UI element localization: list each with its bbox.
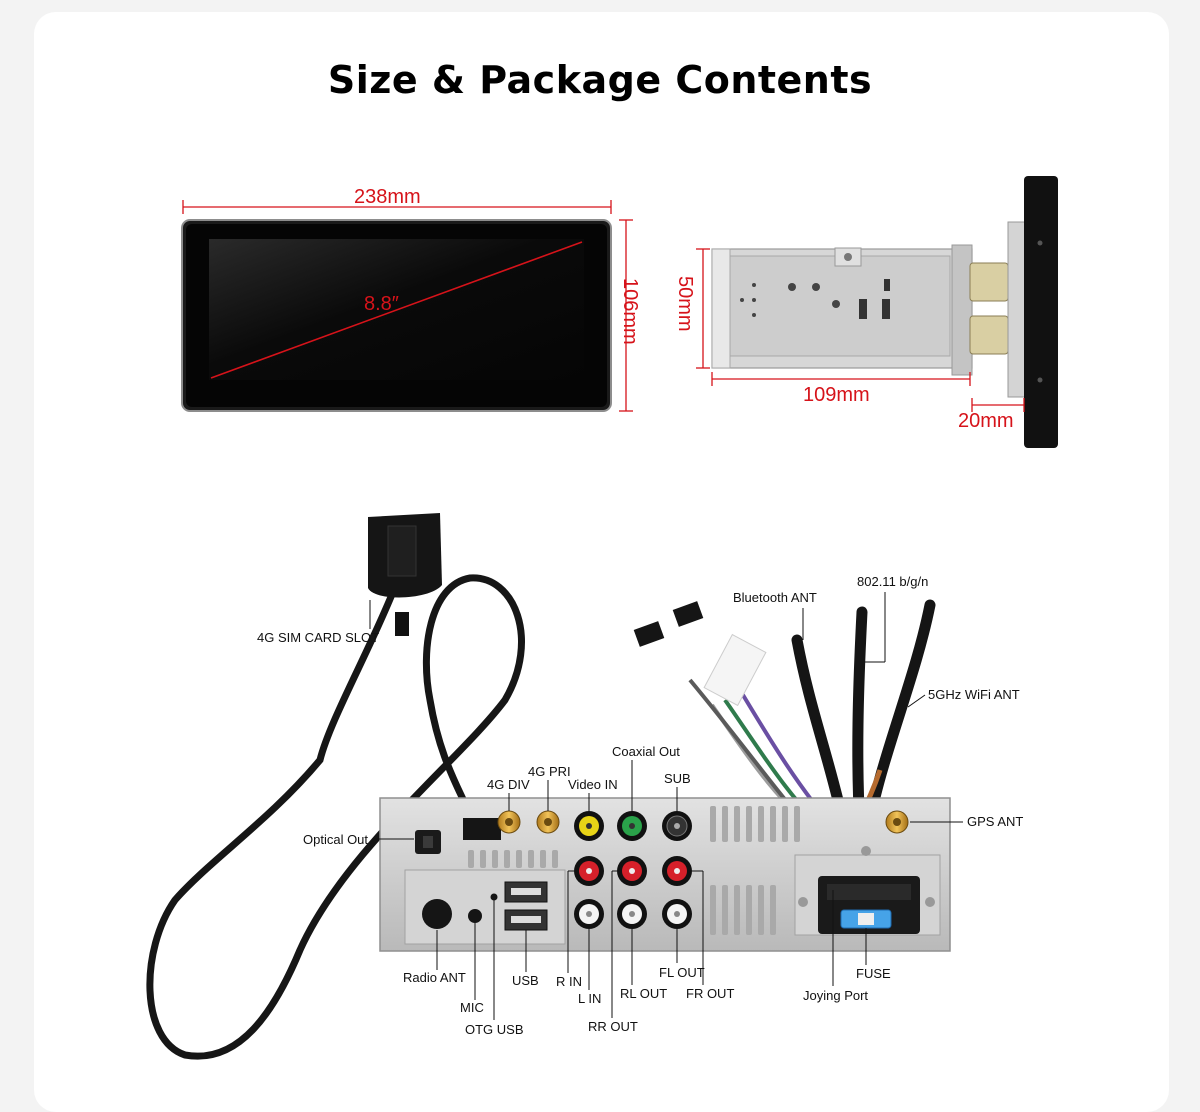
- fl-out-label: FL OUT: [659, 965, 705, 980]
- otg-usb-port: [490, 893, 498, 901]
- 4g-pri-label: 4G PRI: [528, 764, 571, 779]
- mic-port: [468, 909, 482, 923]
- sim-slot-label: 4G SIM CARD SLOT: [257, 630, 379, 645]
- side-bracket-upper: [969, 262, 1009, 302]
- sub-label: SUB: [664, 771, 691, 786]
- diagonal-line: [210, 241, 583, 379]
- height-label: 106mm: [619, 278, 641, 345]
- l-in-label: L IN: [578, 991, 601, 1006]
- sim-module: 4G SIM CARD SLOT: [146, 513, 525, 1060]
- joying-port-label: Joying Port: [803, 988, 868, 1003]
- wifi5-ant-label: 5GHz WiFi ANT: [928, 687, 1020, 702]
- wifi-ant-label: 802.11 b/g/n: [857, 574, 928, 589]
- plug-connector-a: [633, 621, 665, 647]
- radio-ant-port: [422, 899, 452, 929]
- wifi5-antenna: [862, 599, 936, 836]
- usb-label: USB: [512, 973, 539, 988]
- depth-height-label: 50mm: [674, 276, 696, 332]
- rl-out-label: RL OUT: [620, 986, 667, 1001]
- side-bracket-lower: [969, 315, 1009, 355]
- fuse-label: FUSE: [856, 966, 891, 981]
- antenna-bundle: Bluetooth ANT 802.11 b/g/n 5GHz WiFi ANT: [633, 574, 1020, 837]
- radio-ant-label: Radio ANT: [403, 970, 466, 985]
- fr-out-label: FR OUT: [686, 986, 734, 1001]
- depth-label: 109mm: [803, 384, 870, 406]
- r-in-label: R IN: [556, 974, 582, 989]
- front-screen-view: 8.8″ 238mm 106mm: [181, 186, 641, 412]
- page-title: Size & Package Contents: [327, 58, 873, 102]
- rr-out-label: RR OUT: [588, 1019, 638, 1034]
- gps-ant-label: GPS ANT: [967, 814, 1023, 829]
- sim-cable: [146, 574, 525, 1060]
- can-key-tag: [703, 633, 767, 707]
- plug-connector-b: [672, 601, 704, 627]
- product-diagram: 8.8″ 238mm 106mm: [146, 176, 1058, 1060]
- leader-lines: [372, 760, 963, 1020]
- coaxial-out-label: Coaxial Out: [612, 744, 680, 759]
- 4g-div-label: 4G DIV: [487, 777, 530, 792]
- optical-out-label: Optical Out: [303, 832, 368, 847]
- side-screen-panel: [1024, 176, 1058, 448]
- video-in-label: Video IN: [568, 777, 618, 792]
- bluetooth-ant-label: Bluetooth ANT: [733, 590, 817, 605]
- vent-slots: [468, 806, 800, 935]
- width-label: 238mm: [354, 186, 421, 208]
- side-view: 50mm 109mm 20mm: [674, 176, 1058, 448]
- bezel-label: 20mm: [958, 410, 1014, 432]
- sim-connector-port: [463, 818, 501, 840]
- mic-label: MIC: [460, 1000, 484, 1015]
- otg-usb-label: OTG USB: [465, 1022, 524, 1037]
- diagonal-label: 8.8″: [364, 293, 399, 315]
- rear-chassis: [379, 797, 951, 952]
- port-labels: Optical Out 4G DIV 4G PRI Video IN Coaxi…: [303, 744, 1023, 1037]
